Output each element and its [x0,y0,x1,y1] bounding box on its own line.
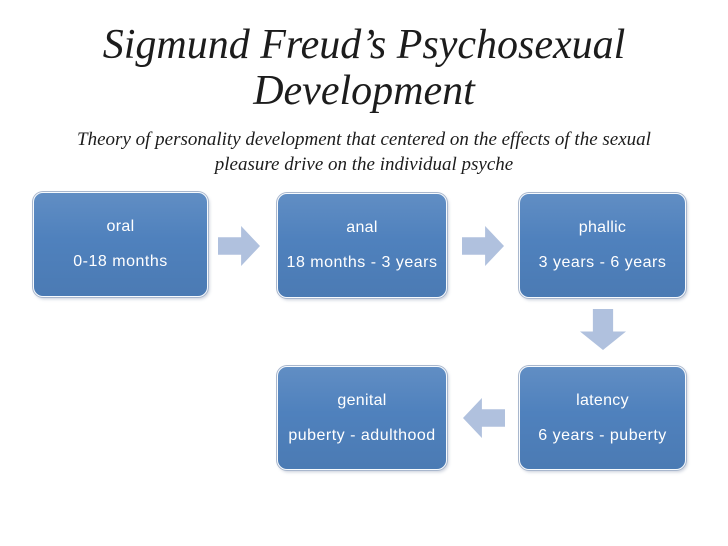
stage-range-phallic: 3 years - 6 years [538,254,667,271]
stage-label-oral: oral [106,218,135,235]
slide-title: Sigmund Freud’s Psychosexual Development [102,22,626,115]
stage-box-anal: anal 18 months - 3 years [277,193,447,298]
stage-range-latency: 6 years - puberty [538,426,667,444]
stage-range-oral: 0-18 months [73,253,168,270]
stage-box-phallic: phallic 3 years - 6 years [519,193,686,298]
flow-arrow-right-anal-to-phallic-icon [462,226,504,266]
stage-box-latency: latency 6 years - puberty [519,366,686,470]
flow-arrow-right-oral-to-anal-icon [218,226,260,266]
stage-box-genital: genital puberty - adulthood [277,366,447,470]
stage-range-genital: puberty - adulthood [288,426,436,444]
stage-label-phallic: phallic [578,219,627,236]
flow-arrow-left-latency-to-genital-icon [463,398,505,438]
slide-subtitle: Theory of personality development that c… [77,129,651,175]
stage-box-oral: oral 0-18 months [33,192,208,297]
stage-label-latency: latency [576,391,629,409]
stage-label-anal: anal [346,219,378,236]
stage-label-genital: genital [337,391,387,409]
flow-arrow-down-phallic-to-latency-icon [580,309,626,350]
stage-range-anal: 18 months - 3 years [286,254,438,271]
